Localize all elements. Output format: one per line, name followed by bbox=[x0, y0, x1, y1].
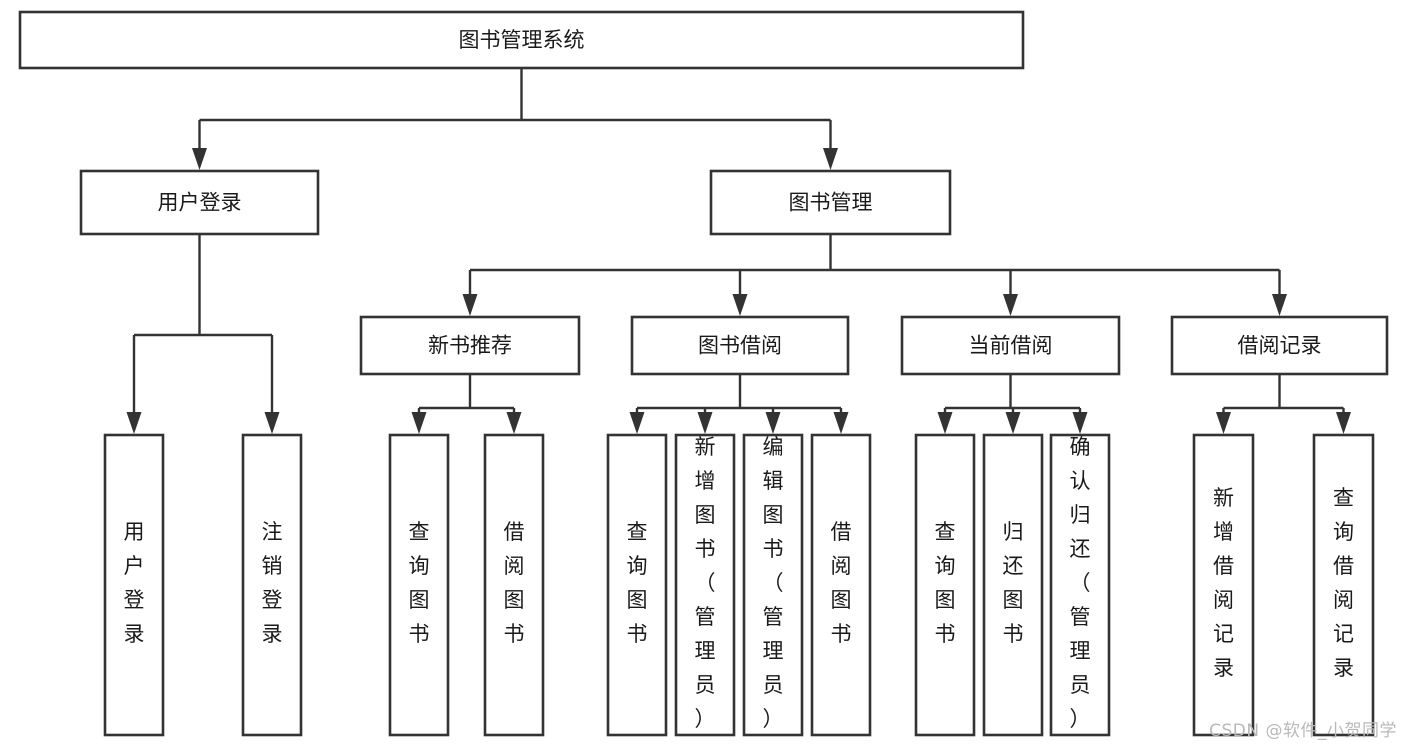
arrow-head-icon bbox=[1005, 412, 1021, 434]
arrow-head-icon bbox=[1216, 412, 1231, 434]
node-box[interactable] bbox=[982, 433, 1044, 737]
connector-group-book-manage bbox=[462, 234, 1287, 316]
node-label: 借阅图书 bbox=[831, 520, 852, 646]
connector-group-current-borrow bbox=[937, 374, 1088, 434]
node-label: 注销登录 bbox=[262, 520, 283, 646]
node-box[interactable] bbox=[606, 433, 668, 737]
arrow-head-icon bbox=[506, 412, 522, 434]
node-box[interactable] bbox=[79, 169, 320, 236]
node-leaf-confirm-return[interactable]: 确认归还（管理员） bbox=[1049, 433, 1111, 737]
node-box[interactable] bbox=[1312, 433, 1375, 737]
connector-group-user-login bbox=[126, 234, 280, 434]
node-label: 用户登录 bbox=[124, 520, 145, 646]
node-leaf-borrow-book-2[interactable]: 借阅图书 bbox=[810, 433, 872, 737]
node-box[interactable] bbox=[914, 433, 976, 737]
node-leaf-query-record[interactable]: 查询借阅记录 bbox=[1312, 433, 1375, 737]
node-box[interactable] bbox=[388, 433, 450, 737]
node-current-borrow[interactable]: 当前借阅 bbox=[900, 315, 1121, 376]
connector-group-new-book-rec bbox=[411, 374, 522, 434]
arrow-head-icon bbox=[765, 412, 781, 434]
node-label: 确认归还（管理员） bbox=[1070, 435, 1091, 731]
node-user-login[interactable]: 用户登录 bbox=[79, 169, 320, 236]
node-box[interactable] bbox=[359, 315, 581, 376]
node-label: 图书借阅 bbox=[698, 334, 782, 358]
connector-group-root bbox=[192, 68, 838, 170]
node-leaf-return-book[interactable]: 归还图书 bbox=[982, 433, 1044, 737]
node-leaf-logout[interactable]: 注销登录 bbox=[241, 433, 303, 737]
connector-layer bbox=[126, 68, 1351, 434]
arrow-head-icon bbox=[823, 148, 838, 170]
node-layer: 图书管理系统用户登录图书管理新书推荐图书借阅当前借阅借阅记录用户登录注销登录查询… bbox=[18, 10, 1389, 737]
node-label: 查询图书 bbox=[409, 520, 430, 646]
node-book-borrow[interactable]: 图书借阅 bbox=[630, 315, 850, 376]
node-label: 归还图书 bbox=[1003, 520, 1024, 646]
node-label: 借阅记录 bbox=[1238, 334, 1322, 358]
node-box[interactable] bbox=[900, 315, 1121, 376]
node-label: 用户登录 bbox=[158, 191, 242, 215]
node-leaf-query-book-2[interactable]: 查询图书 bbox=[606, 433, 668, 737]
node-label: 图书管理系统 bbox=[459, 28, 585, 52]
node-box[interactable] bbox=[630, 315, 850, 376]
arrow-head-icon bbox=[411, 412, 427, 434]
arrow-head-icon bbox=[264, 412, 280, 434]
node-label: 编辑图书（管理员） bbox=[763, 435, 784, 731]
node-box[interactable] bbox=[742, 433, 804, 737]
arrow-head-icon bbox=[126, 412, 142, 434]
node-box[interactable] bbox=[1049, 433, 1111, 737]
node-borrow-record[interactable]: 借阅记录 bbox=[1170, 315, 1389, 376]
node-label: 查询借阅记录 bbox=[1333, 486, 1354, 680]
node-label: 借阅图书 bbox=[504, 520, 525, 646]
node-leaf-query-book-3[interactable]: 查询图书 bbox=[914, 433, 976, 737]
node-box[interactable] bbox=[709, 169, 952, 236]
node-box[interactable] bbox=[674, 433, 736, 737]
arrow-head-icon bbox=[1272, 294, 1287, 316]
connector-group-borrow-record bbox=[1216, 374, 1351, 434]
arrow-head-icon bbox=[462, 294, 478, 316]
node-label: 当前借阅 bbox=[969, 334, 1053, 358]
arrow-head-icon bbox=[937, 412, 953, 434]
node-leaf-user-login[interactable]: 用户登录 bbox=[103, 433, 165, 737]
arrow-head-icon bbox=[732, 294, 748, 316]
node-box[interactable] bbox=[1170, 315, 1389, 376]
node-box[interactable] bbox=[1192, 433, 1255, 737]
arrow-head-icon bbox=[1003, 294, 1018, 316]
node-label: 新增借阅记录 bbox=[1213, 486, 1234, 680]
arrow-head-icon bbox=[629, 412, 645, 434]
node-box[interactable] bbox=[18, 10, 1025, 70]
node-leaf-add-record[interactable]: 新增借阅记录 bbox=[1192, 433, 1255, 737]
node-book-manage[interactable]: 图书管理 bbox=[709, 169, 952, 236]
node-box[interactable] bbox=[483, 433, 545, 737]
node-root[interactable]: 图书管理系统 bbox=[18, 10, 1025, 70]
arrow-head-icon bbox=[1336, 412, 1351, 434]
node-leaf-edit-book[interactable]: 编辑图书（管理员） bbox=[742, 433, 804, 737]
node-box[interactable] bbox=[241, 433, 303, 737]
node-leaf-add-book[interactable]: 新增图书（管理员） bbox=[674, 433, 736, 737]
arrow-head-icon bbox=[833, 412, 849, 434]
node-label: 查询图书 bbox=[935, 520, 956, 646]
arrow-head-icon bbox=[192, 148, 207, 170]
node-label: 新书推荐 bbox=[428, 334, 512, 358]
node-box[interactable] bbox=[810, 433, 872, 737]
node-new-book-rec[interactable]: 新书推荐 bbox=[359, 315, 581, 376]
node-leaf-borrow-book-1[interactable]: 借阅图书 bbox=[483, 433, 545, 737]
node-box[interactable] bbox=[103, 433, 165, 737]
arrow-head-icon bbox=[697, 412, 713, 434]
arrow-head-icon bbox=[1072, 412, 1088, 434]
node-label: 图书管理 bbox=[789, 191, 873, 215]
node-leaf-query-book-1[interactable]: 查询图书 bbox=[388, 433, 450, 737]
connector-group-book-borrow bbox=[629, 374, 849, 434]
node-label: 查询图书 bbox=[627, 520, 648, 646]
node-label: 新增图书（管理员） bbox=[695, 435, 716, 731]
